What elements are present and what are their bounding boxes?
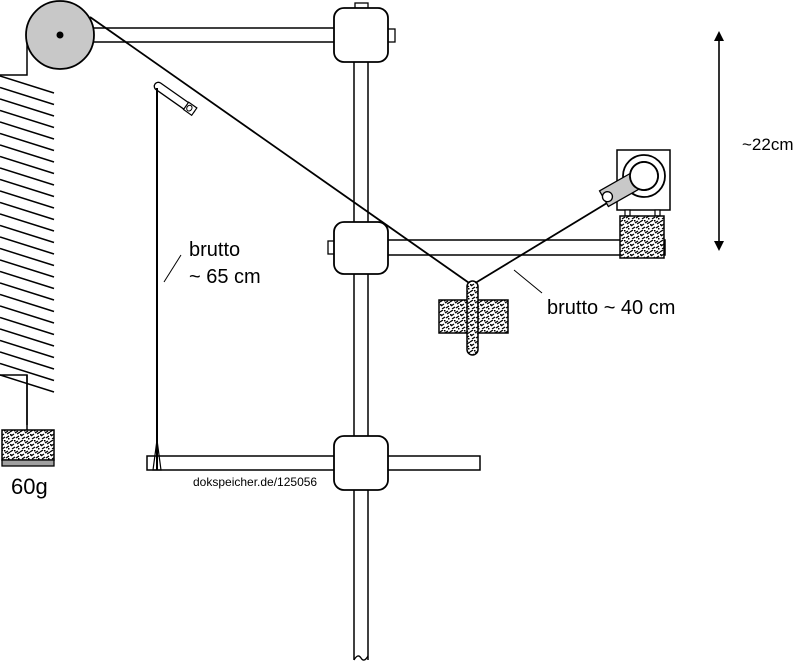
clamp-bottom xyxy=(333,435,389,491)
watermark: dokspeicher.de/125056 xyxy=(193,475,317,489)
bob-weight xyxy=(438,280,509,356)
rope-hanging xyxy=(152,88,162,471)
counterweight xyxy=(1,375,55,467)
hatch-line xyxy=(0,86,55,106)
bottom-arm xyxy=(146,455,481,471)
crank-arm xyxy=(598,161,659,208)
rope-main xyxy=(89,16,473,286)
hatch-line xyxy=(0,132,55,152)
vertical-post xyxy=(353,40,369,661)
hatch-line xyxy=(0,270,55,290)
rope-left-label-line2: ~ 65 cm xyxy=(189,266,261,288)
hatch-line xyxy=(0,109,55,129)
hatch-line xyxy=(0,362,55,382)
hatch-line xyxy=(0,305,55,324)
wall-hatching xyxy=(0,40,55,425)
hatch-line xyxy=(0,339,55,359)
clamp-top xyxy=(333,7,389,63)
pulley xyxy=(25,0,95,70)
hatch-line xyxy=(0,293,55,313)
hatch-line xyxy=(0,178,55,198)
hatch-line xyxy=(0,201,55,221)
clamp-middle xyxy=(333,221,389,275)
hatch-line xyxy=(0,98,55,117)
hatch-line xyxy=(0,236,55,255)
hatch-line xyxy=(0,167,55,186)
hatch-line xyxy=(0,144,55,163)
rope-right-label: brutto ~ 40 cm xyxy=(547,297,675,319)
hatch-line xyxy=(0,155,55,175)
hatch-line xyxy=(0,316,55,336)
leader-line-right xyxy=(513,269,543,294)
rope-left-label-line1: brutto xyxy=(189,239,240,261)
hatch-line xyxy=(0,190,55,209)
hatch-line xyxy=(0,224,55,244)
rope-sleeve xyxy=(153,81,198,117)
hatch-line xyxy=(0,247,55,267)
hatch-line xyxy=(0,121,55,140)
hatch-line xyxy=(0,213,55,232)
leader-line-left xyxy=(163,254,182,283)
height-dimension-label: ~22cm xyxy=(742,135,794,154)
hatch-line xyxy=(0,328,55,347)
counterweight-label: 60g xyxy=(11,474,48,499)
hatch-line xyxy=(0,282,55,301)
hatch-line xyxy=(0,75,55,94)
hatch-line xyxy=(0,351,55,370)
hatch-line xyxy=(0,259,55,278)
rope-crank xyxy=(471,202,608,286)
